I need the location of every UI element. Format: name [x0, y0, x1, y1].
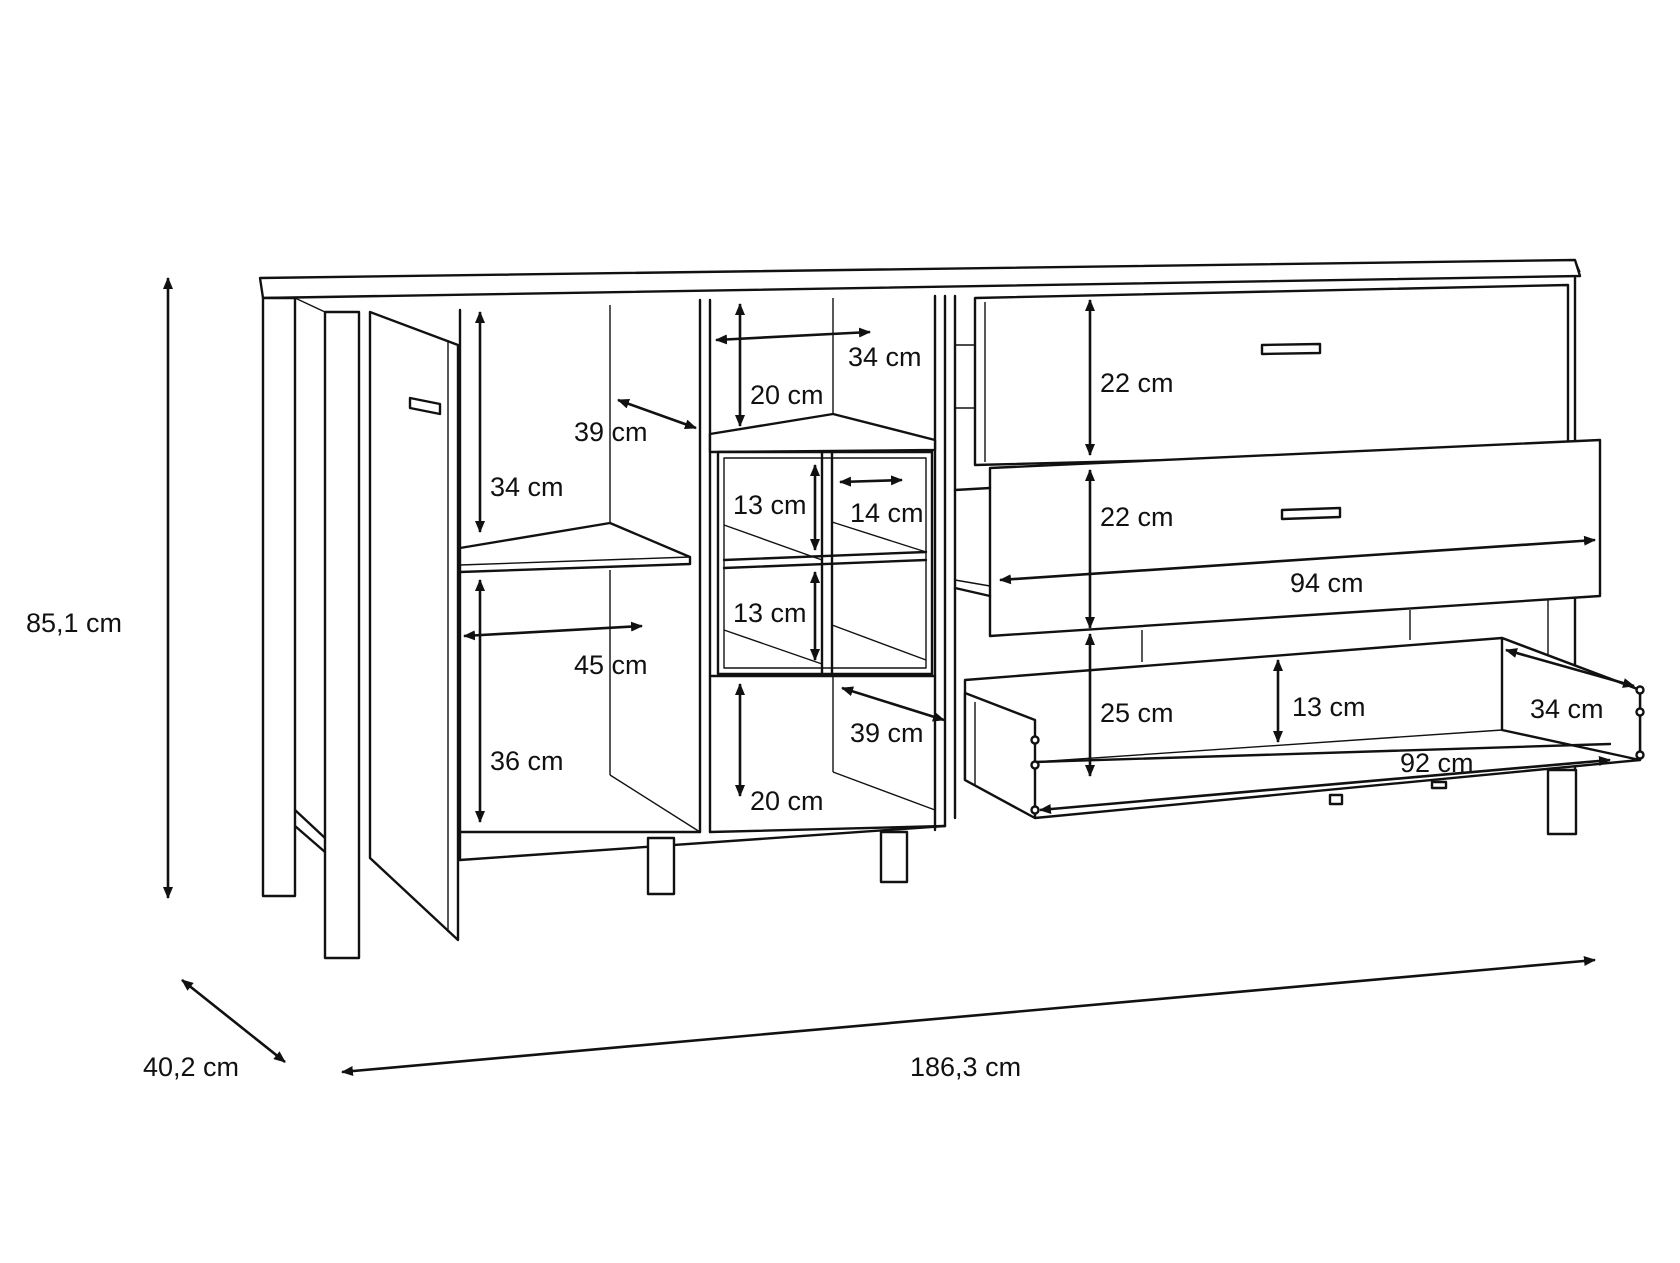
left-compartment [458, 298, 947, 862]
dim-cube-lower-height: 13 cm [733, 598, 807, 628]
dimension-arrows [163, 277, 1635, 1077]
middle-compartment [708, 294, 947, 834]
left-door [368, 310, 460, 942]
dim-arrow-drawer3-inner-width [1039, 755, 1611, 815]
dim-left-depth: 39 cm [574, 417, 648, 447]
dim-drawer3-front-height: 25 cm [1100, 698, 1174, 728]
dim-arrow-mid-bottom-depth [841, 686, 945, 722]
dim-left-width: 45 cm [574, 650, 648, 680]
top-panel [258, 258, 1582, 300]
dim-cube-width: 14 cm [850, 498, 924, 528]
dim-drawer3-depth: 34 cm [1530, 694, 1604, 724]
dim-drawer2-height: 22 cm [1100, 502, 1174, 532]
drawer-middle [953, 438, 1602, 638]
dim-arrow-left-width [463, 621, 643, 641]
dim-mid-top-width: 34 cm [848, 342, 922, 372]
dim-drawer3-inner-height: 13 cm [1292, 692, 1366, 722]
dim-arrow-drawer3-depth [1505, 648, 1635, 688]
dim-arrow-drawer-width [999, 535, 1596, 585]
drawer-middle-handle [1280, 506, 1342, 521]
dim-height-total: 85,1 cm [26, 608, 122, 638]
dim-drawer3-inner-width: 92 cm [1400, 748, 1474, 778]
dim-drawer-width: 94 cm [1290, 568, 1364, 598]
sideboard-cabinet [258, 258, 1645, 960]
dim-drawer1-height: 22 cm [1100, 368, 1174, 398]
drawer-top-handle [1260, 342, 1322, 356]
door-handle [408, 396, 442, 416]
left-shelf [458, 521, 692, 574]
dim-arrow-depth-total [181, 978, 286, 1064]
dimension-labels: 85,1 cm 40,2 cm 186,3 cm 34 cm 36 cm 39 … [26, 342, 1604, 1082]
dim-left-bottom-shelf-height: 36 cm [490, 746, 564, 776]
dim-arrow-cube-width [839, 475, 903, 487]
dim-arrow-width-total [341, 955, 1596, 1077]
dim-arrow-left-depth [617, 398, 697, 430]
left-side-frame [261, 296, 361, 960]
dim-mid-bottom-depth: 39 cm [850, 718, 924, 748]
dim-mid-top-height: 20 cm [750, 380, 824, 410]
drawer-top [973, 283, 1570, 467]
dim-width-total: 186,3 cm [910, 1052, 1021, 1082]
drawer-bottom [963, 636, 1645, 820]
dim-left-top-shelf-height: 34 cm [490, 472, 564, 502]
dim-mid-bottom-height: 20 cm [750, 786, 824, 816]
dim-cube-upper-height: 13 cm [733, 490, 807, 520]
dim-depth-total: 40,2 cm [143, 1052, 239, 1082]
